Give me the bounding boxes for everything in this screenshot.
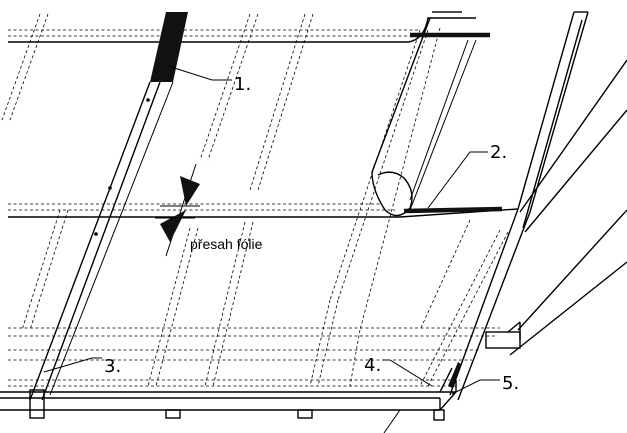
overlap-tapes: [403, 32, 503, 214]
right-structure: [432, 11, 627, 401]
label-2: 2.: [490, 142, 507, 163]
overlap-label: přesah fólie: [190, 236, 263, 252]
upper-foil-sheet: [8, 17, 477, 211]
overlap-dimension: [155, 163, 200, 257]
label-3: 3.: [104, 356, 121, 377]
leader-lines: [43, 65, 500, 395]
label-1: 1.: [234, 74, 251, 95]
middle-foil-sheet: [8, 39, 519, 218]
eave-board: [0, 362, 461, 433]
label-4: 4.: [364, 355, 381, 376]
lower-foil-sheet: [8, 327, 500, 387]
counter-batten: [29, 12, 188, 419]
rafters-hidden: [1, 13, 509, 387]
label-5: 5.: [502, 373, 519, 394]
